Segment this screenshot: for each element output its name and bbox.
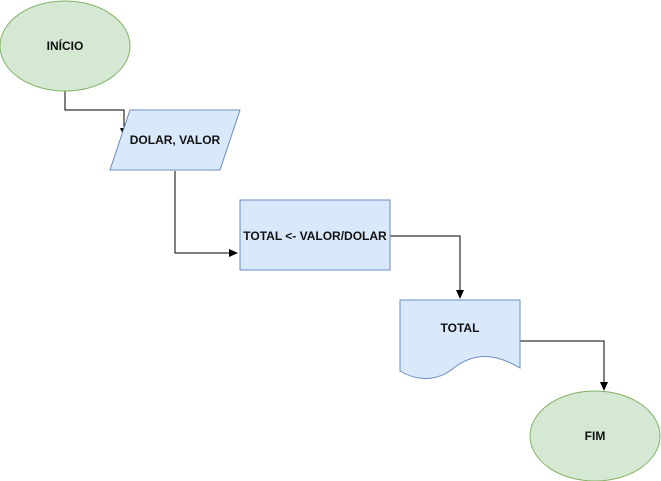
output-node[interactable]: TOTAL — [399, 299, 521, 379]
start-terminal-shape — [0, 0, 131, 92]
output-document-shape — [399, 299, 521, 379]
edge-process-to-output — [390, 235, 464, 299]
process-node-label: TOTAL <- VALOR/DOLAR — [243, 229, 387, 243]
end-node[interactable]: FIM — [529, 390, 661, 481]
edge-output-to-end — [520, 340, 608, 391]
start-node-label: INÍCIO — [47, 38, 84, 53]
edge-start-to-input — [64, 91, 128, 137]
end-node-label: FIM — [585, 429, 606, 443]
process-node[interactable]: TOTAL <- VALOR/DOLAR — [239, 199, 391, 271]
output-node-label: TOTAL — [441, 321, 480, 335]
start-node[interactable]: INÍCIO — [0, 0, 131, 92]
edge-input-to-process — [174, 171, 238, 257]
input-node-label: DOLAR, VALOR — [130, 133, 221, 147]
input-node[interactable]: DOLAR, VALOR — [109, 109, 241, 171]
process-rectangle-shape — [239, 199, 391, 271]
end-terminal-shape — [529, 390, 661, 481]
input-parallelogram-shape — [109, 109, 241, 171]
